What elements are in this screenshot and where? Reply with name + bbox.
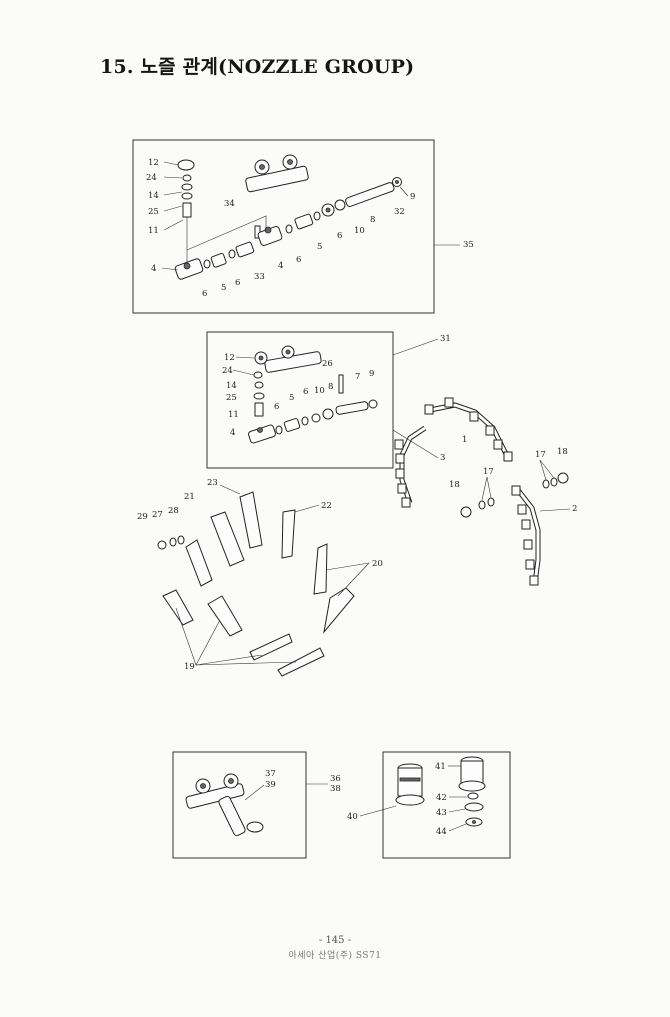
callout-36: 36 (330, 774, 341, 784)
callout-25: 25 (148, 207, 159, 217)
callout-38: 38 (330, 784, 341, 794)
callout-10: 10 (314, 386, 325, 396)
callout-5: 5 (317, 242, 322, 252)
callout-44: 44 (436, 827, 447, 837)
box4-parts (395, 756, 486, 827)
callout-34: 34 (224, 199, 235, 209)
callout-24: 24 (146, 173, 157, 183)
callout-8: 8 (328, 382, 333, 392)
callout-12: 12 (224, 353, 235, 363)
callout-17: 17 (535, 450, 546, 460)
callout-41: 41 (435, 762, 446, 772)
callout-2: 2 (572, 504, 577, 514)
callout-18: 18 (449, 480, 460, 490)
callout-10: 10 (354, 226, 365, 236)
publisher-footer: 아세아 산업(주) SS71 (288, 951, 382, 961)
nozzle-pipe-2 (460, 472, 569, 586)
callout-19: 19 (184, 662, 195, 672)
nozzle-pipe-3 (394, 425, 427, 508)
callout-28: 28 (168, 506, 179, 516)
box4-callouts: 40 41 42 43 44 (347, 762, 467, 837)
box2-callouts: 31 12 24 14 25 11 4 26 6 5 6 10 8 7 9 (222, 334, 451, 438)
callout-17: 17 (483, 467, 494, 477)
assembly-box-31 (206, 331, 394, 469)
page-title: 15. 노즐 관계(NOZZLE GROUP) (100, 56, 415, 78)
callout-14: 14 (226, 381, 237, 391)
callout-20: 20 (372, 559, 383, 569)
callout-6: 6 (235, 278, 240, 288)
callout-7: 7 (355, 372, 360, 382)
nozzle-brackets (157, 491, 355, 677)
callout-12: 12 (148, 158, 159, 168)
assembly-box-40 (382, 751, 511, 859)
callout-3: 3 (440, 453, 445, 463)
callout-39: 39 (265, 780, 276, 790)
callout-31: 31 (440, 334, 451, 344)
callout-25: 25 (226, 393, 237, 403)
callout-27: 27 (152, 510, 163, 520)
nozzle-pipe-1 (424, 397, 513, 462)
callout-35: 35 (463, 240, 474, 250)
callout-32: 32 (394, 207, 405, 217)
callout-5: 5 (289, 393, 294, 403)
callout-43: 43 (436, 808, 447, 818)
pipe-callouts: 1 3 2 17 17 18 18 (392, 429, 577, 514)
callout-18: 18 (557, 447, 568, 457)
callout-26: 26 (322, 359, 333, 369)
callout-9: 9 (410, 192, 415, 202)
callout-37: 37 (265, 769, 276, 779)
callout-14: 14 (148, 191, 159, 201)
callout-22: 22 (321, 501, 332, 511)
box2-parts (248, 345, 378, 444)
callout-1: 1 (462, 435, 467, 445)
callout-4: 4 (278, 261, 283, 271)
callout-42: 42 (436, 793, 447, 803)
assembly-box-36-38 (172, 751, 307, 859)
callout-40: 40 (347, 812, 358, 822)
callout-21: 21 (184, 492, 195, 502)
callout-6: 6 (337, 231, 342, 241)
callout-5: 5 (221, 283, 226, 293)
callout-24: 24 (222, 366, 233, 376)
box3-parts (185, 773, 264, 837)
callout-29: 29 (137, 512, 148, 522)
box1-callouts: 12 24 14 25 11 34 4 6 5 6 33 4 6 5 6 10 … (146, 158, 474, 299)
callout-6: 6 (274, 402, 279, 412)
callout-11: 11 (148, 226, 159, 236)
box3-callouts: 37 39 36 38 (244, 769, 341, 801)
box1-parts (174, 154, 402, 280)
callout-9: 9 (369, 369, 374, 379)
callout-6: 6 (202, 289, 207, 299)
callout-4: 4 (151, 264, 156, 274)
callout-6: 6 (296, 255, 301, 265)
bracket-callouts: 23 21 22 29 27 28 20 19 (137, 478, 383, 672)
callout-8: 8 (370, 215, 375, 225)
callout-33: 33 (254, 272, 265, 282)
callout-23: 23 (207, 478, 218, 488)
callout-11: 11 (228, 410, 239, 420)
assembly-box-35 (132, 139, 435, 314)
page-number: - 145 - (318, 935, 352, 946)
callout-6: 6 (303, 387, 308, 397)
callout-4: 4 (230, 428, 235, 438)
